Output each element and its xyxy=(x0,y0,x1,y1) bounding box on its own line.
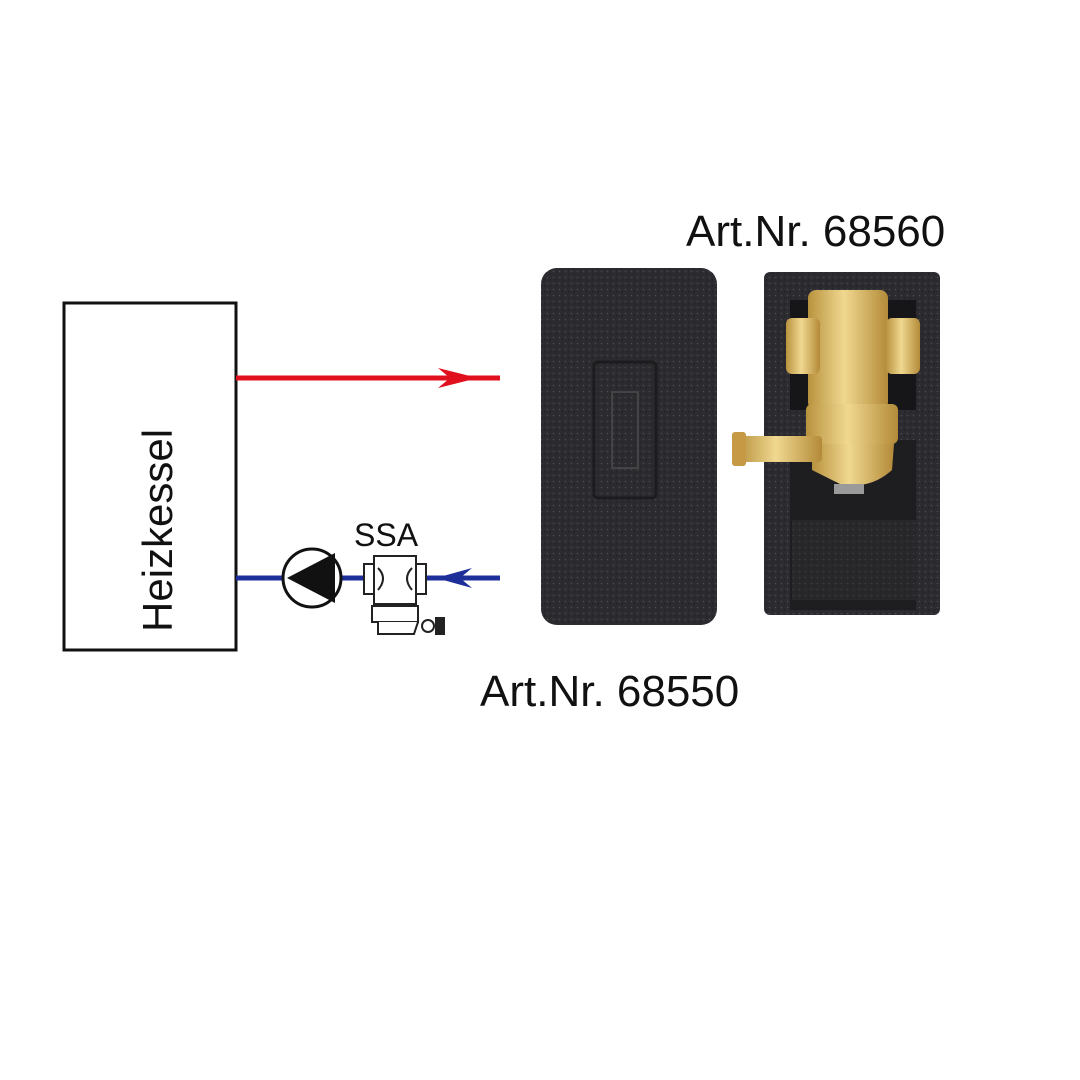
arrow-right-icon xyxy=(438,368,478,388)
boiler-box xyxy=(62,301,238,652)
separator-icon xyxy=(363,555,445,635)
article-number-top: Art.Nr. 68560 xyxy=(686,207,945,256)
arrow-left-icon xyxy=(436,568,472,588)
pump-icon xyxy=(281,547,343,609)
insulation-cover-image xyxy=(541,268,717,625)
separator-product-image xyxy=(732,272,940,615)
supply-line xyxy=(236,368,500,388)
boiler-label: Heizkessel xyxy=(134,429,181,632)
separator-label: SSA xyxy=(354,517,419,553)
article-number-bottom: Art.Nr. 68550 xyxy=(480,667,739,716)
return-line xyxy=(236,568,500,588)
